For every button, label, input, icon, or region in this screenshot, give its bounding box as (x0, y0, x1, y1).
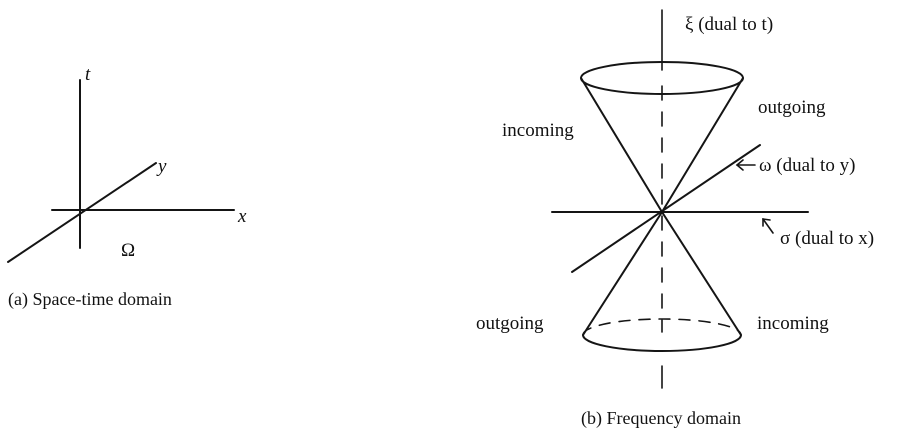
sigma-pointer-arrow (762, 218, 774, 234)
y-axis-line (7, 162, 157, 263)
t-axis-label: t (85, 64, 91, 85)
sigma-axis-label: σ (dual to x) (780, 228, 874, 249)
incoming-upper-label: incoming (502, 120, 574, 141)
lower-cone (582, 211, 742, 352)
outgoing-lower-label: outgoing (476, 313, 544, 334)
omega-region-label: Ω (121, 240, 135, 261)
omega-pointer-arrow (735, 159, 756, 171)
y-axis-label: y (156, 156, 167, 177)
caption-b: (b) Frequency domain (581, 408, 741, 429)
panel-b-frequency: ξ (dual to t) incoming outgoing outgoing… (476, 9, 874, 429)
xi-axis-label: ξ (dual to t) (685, 14, 773, 35)
x-axis-label: x (237, 206, 247, 227)
omega-axis-label: ω (dual to y) (759, 155, 855, 176)
panel-a-space-time: t y x Ω (a) Space-time domain (7, 64, 247, 310)
omega-axis-line (571, 144, 761, 273)
upper-cone (580, 61, 744, 213)
caption-a: (a) Space-time domain (8, 289, 172, 310)
incoming-lower-label: incoming (757, 313, 829, 334)
outgoing-upper-label: outgoing (758, 97, 826, 118)
